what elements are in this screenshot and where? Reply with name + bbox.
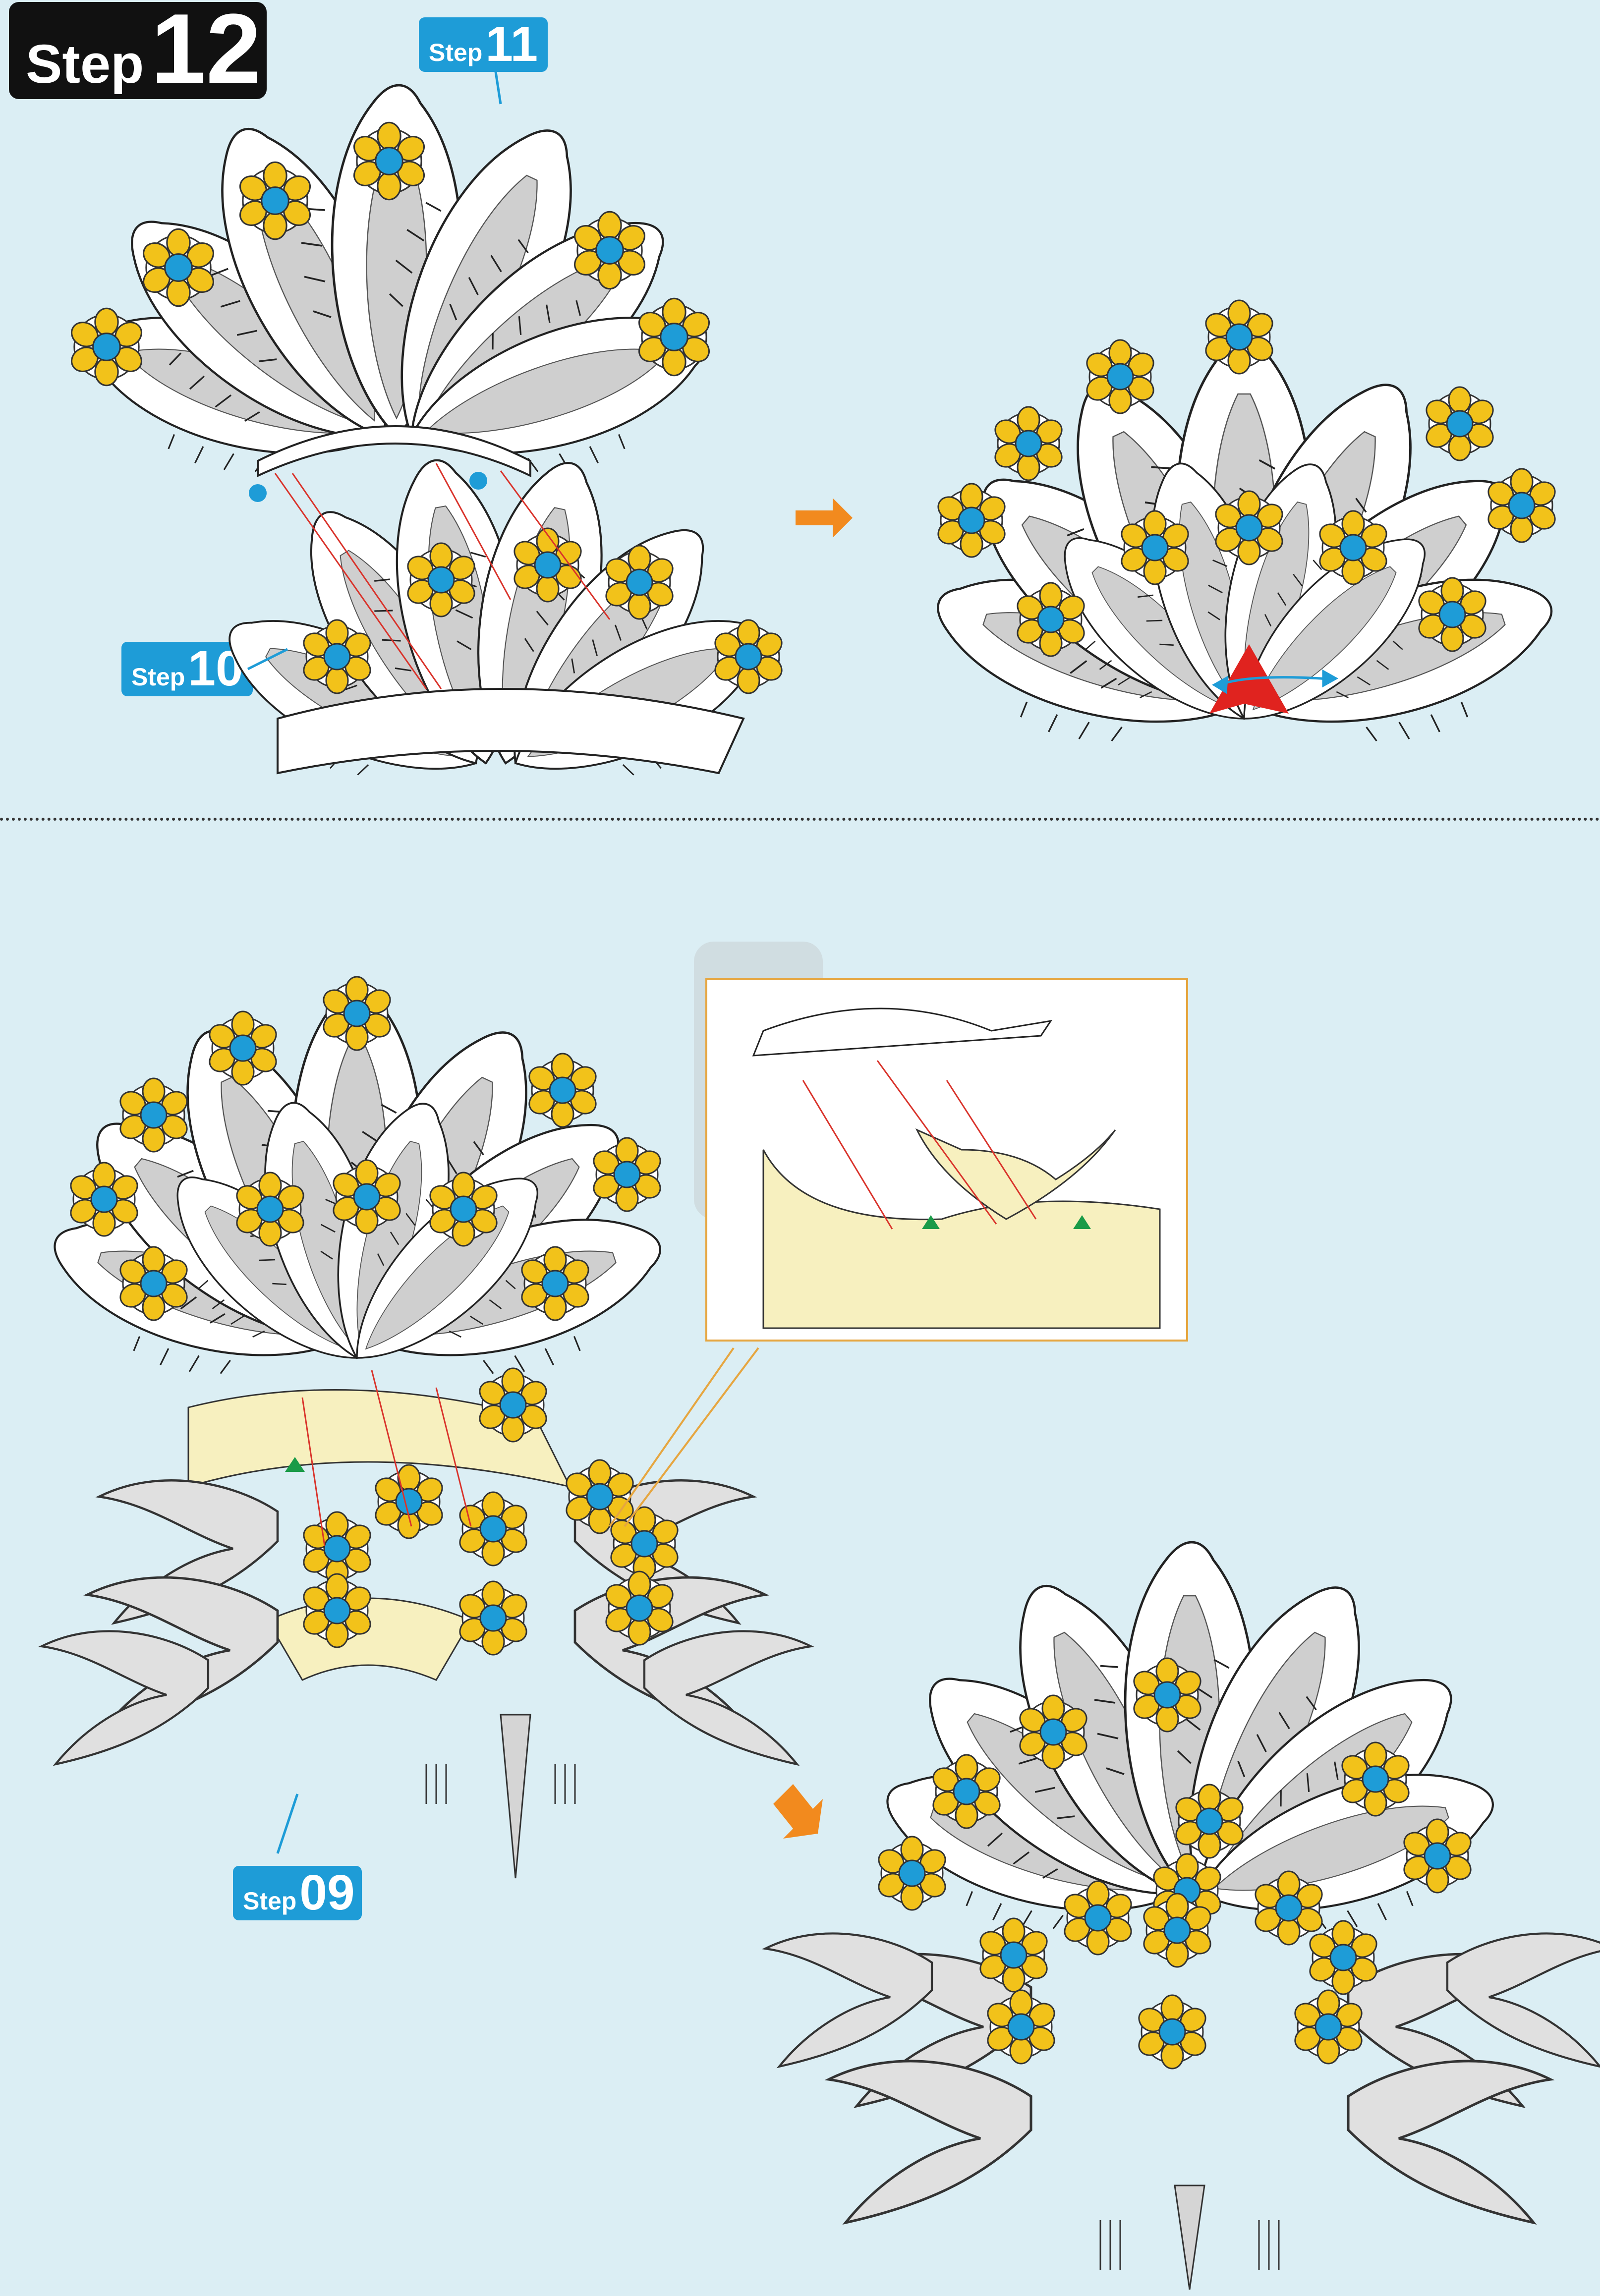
orange-diagonal-arrow-icon (773, 1784, 823, 1839)
bottom-left-base (42, 1390, 811, 1878)
detail-callout (610, 979, 1187, 1526)
step-09-leader (278, 1794, 297, 1853)
top-left-lower-fan (195, 446, 797, 830)
bottom-right-base (765, 1933, 1600, 2290)
orange-right-arrow-icon (796, 498, 853, 538)
step-11-leader (496, 72, 501, 104)
